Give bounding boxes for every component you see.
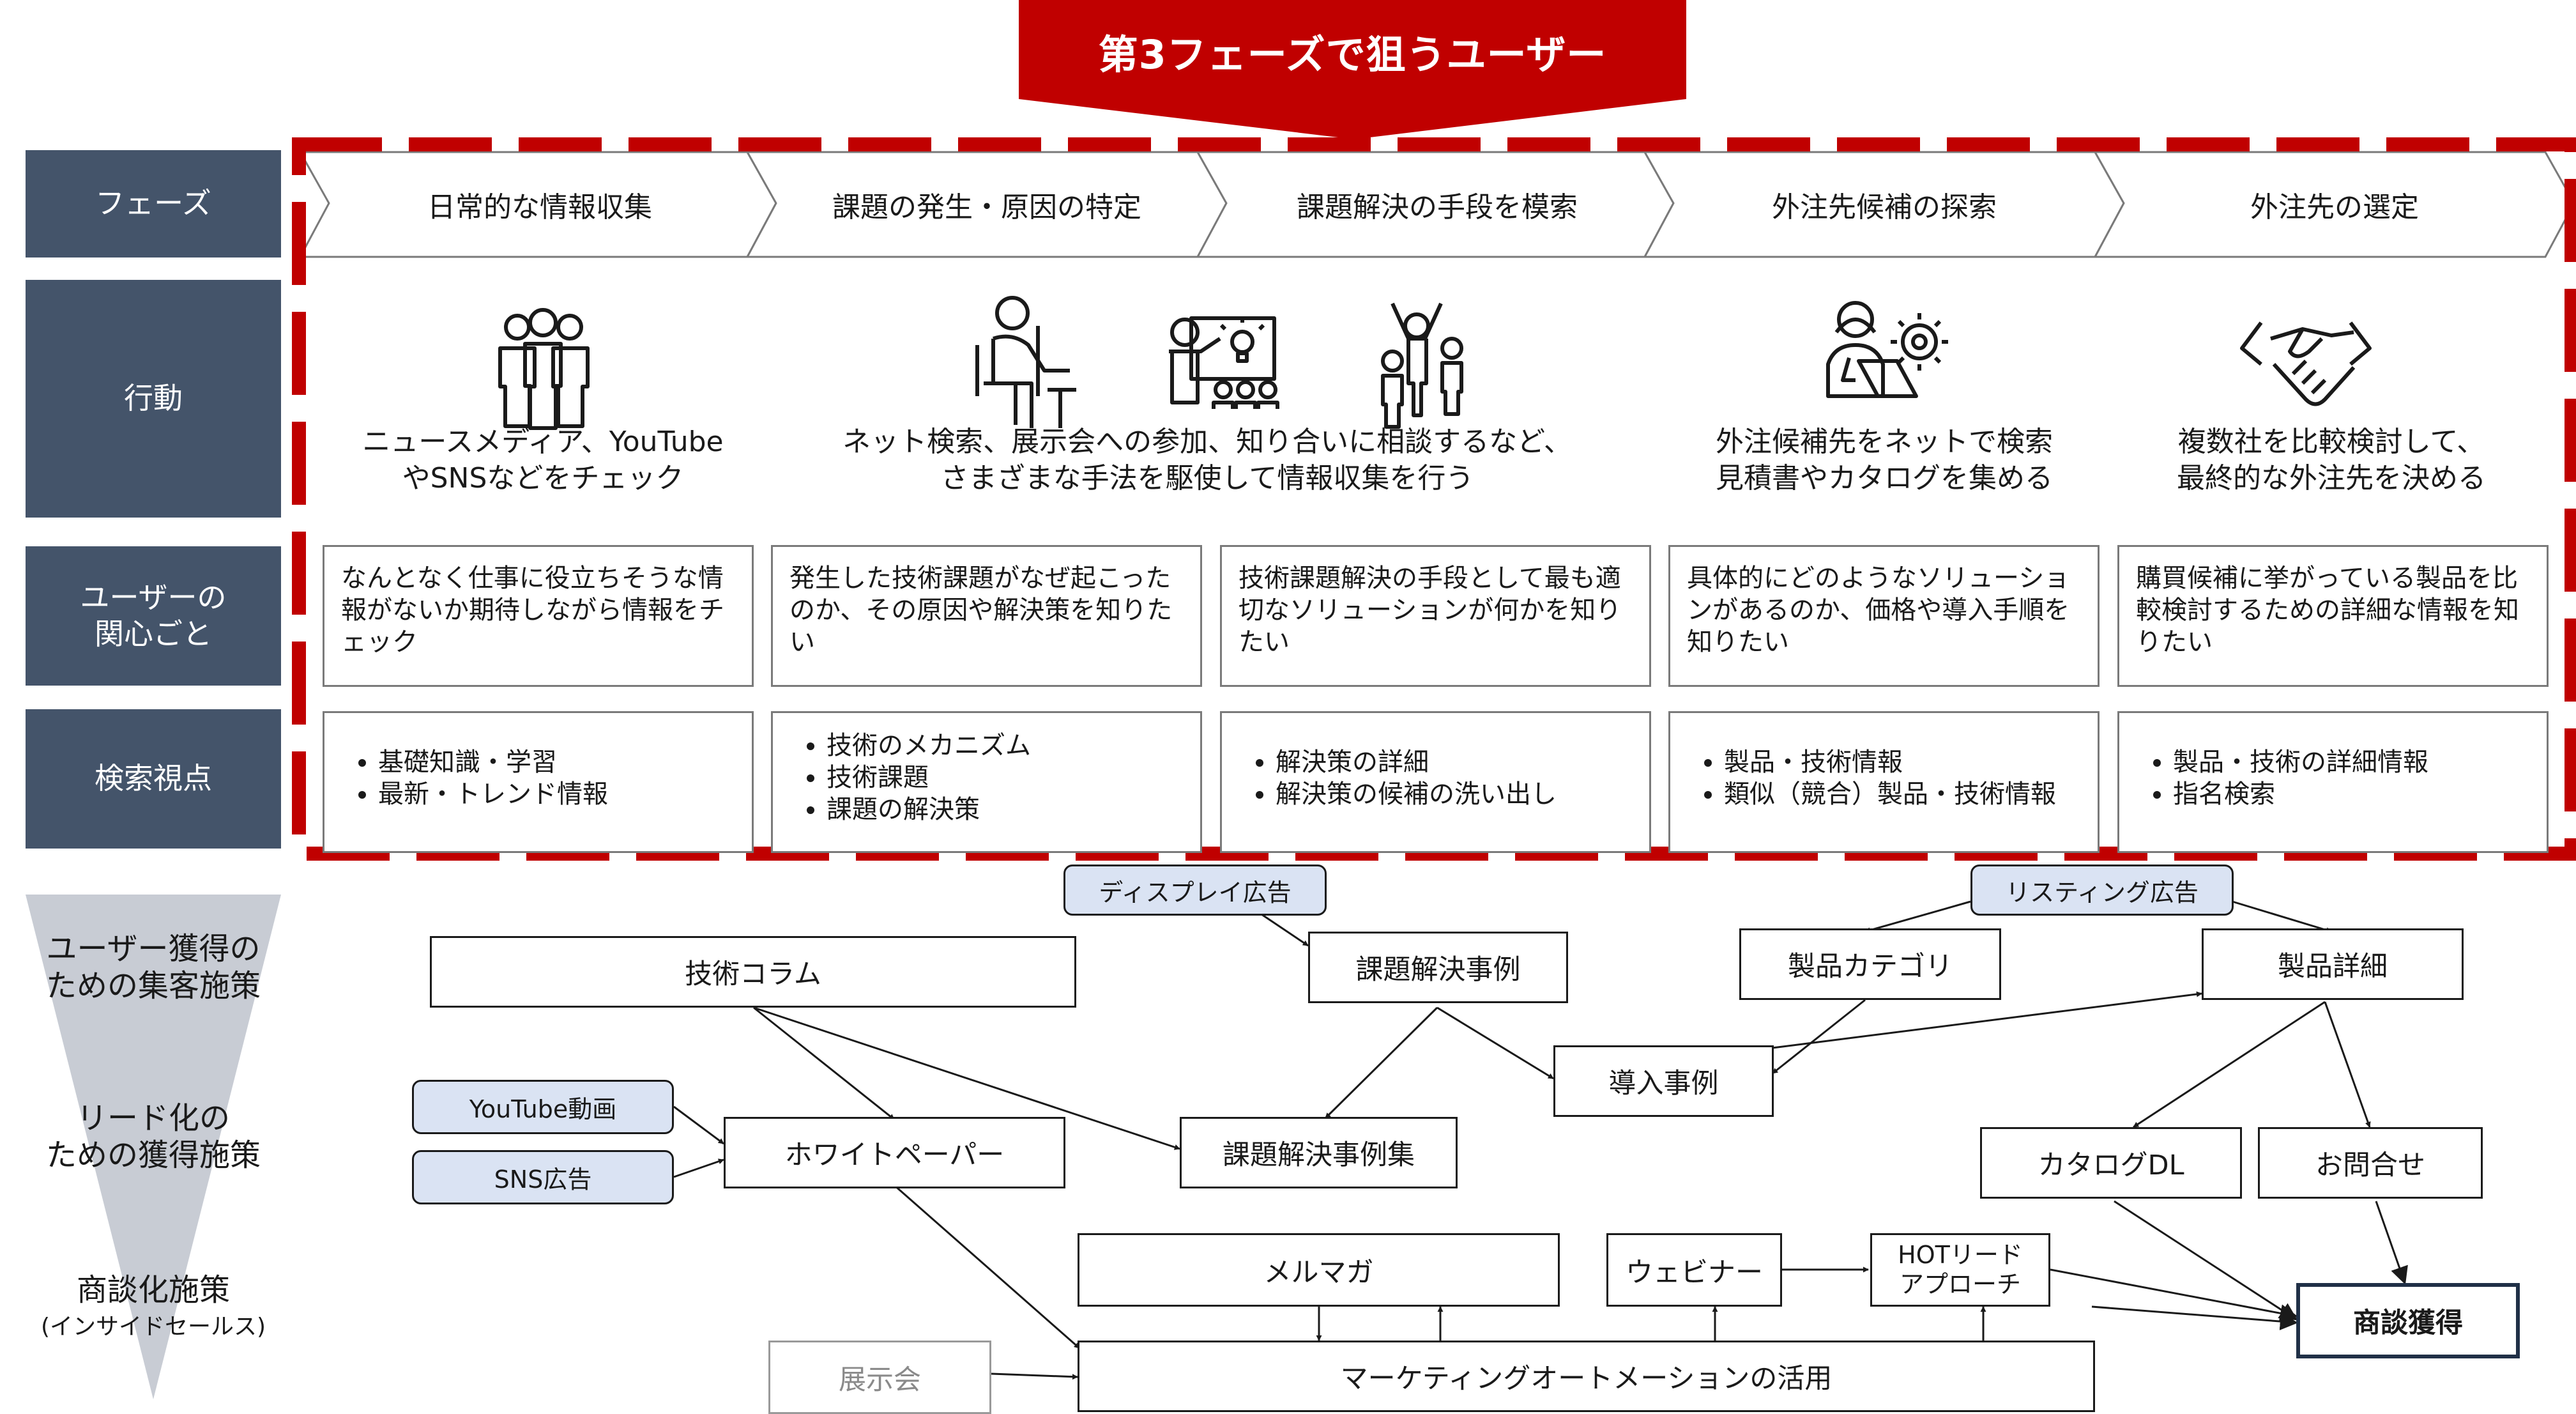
node-product-category: 製品カテゴリ bbox=[1739, 928, 2001, 1000]
row-label-phase: フェーズ bbox=[26, 150, 281, 257]
node-whitepaper: ホワイトペーパー bbox=[724, 1117, 1065, 1188]
action-text-4: 複数社を比較検討して、 最終的な外注先を決める bbox=[2177, 425, 2486, 495]
search-item: 類似（競合）製品・技術情報 bbox=[1724, 778, 2082, 810]
concern-box-1: なんとなく仕事に役立ちそうな情報がないか期待しながら情報をチェック bbox=[323, 545, 754, 687]
node-adoption-case: 導入事例 bbox=[1553, 1045, 1774, 1117]
search-box-2: 技術のメカニズム 技術課題 課題の解決策 bbox=[771, 711, 1202, 853]
node-case-study: 課題解決事例 bbox=[1308, 932, 1568, 1003]
node-tech-column: 技術コラム bbox=[430, 936, 1076, 1008]
row-label-search: 検索視点 bbox=[26, 709, 281, 849]
search-item: 基礎知識・学習 bbox=[378, 746, 736, 778]
desk-worker-icon bbox=[975, 296, 1076, 428]
node-product-detail: 製品詳細 bbox=[2202, 928, 2464, 1000]
funnel-stage-deal-sub: (インサイドセールス) bbox=[40, 1314, 266, 1340]
search-box-3: 解決策の詳細 解決策の候補の洗い出し bbox=[1220, 711, 1651, 853]
handshake-icon bbox=[2240, 321, 2372, 406]
tag-display-ad: ディスプレイ広告 bbox=[1063, 865, 1327, 916]
phase-title-3: 課題解決の手段を模索 bbox=[1297, 191, 1578, 224]
node-webinar: ウェビナー bbox=[1606, 1233, 1782, 1307]
funnel-shape bbox=[26, 895, 281, 1399]
search-item: 技術課題 bbox=[827, 762, 1185, 794]
funnel-stage-deal: 商談化施策 bbox=[76, 1272, 230, 1309]
funnel-stage-acquisition: ユーザー獲得の ための集客施策 bbox=[45, 931, 261, 1004]
concern-box-3: 技術課題解決の手段として最も適切なソリューションが何かを知りたい bbox=[1220, 545, 1651, 687]
search-item: 製品・技術情報 bbox=[1724, 746, 2082, 778]
node-mail-magazine: メルマガ bbox=[1078, 1233, 1560, 1307]
node-deal-acquired: 商談獲得 bbox=[2296, 1283, 2520, 1358]
banner-title: 第3フェーズで狙うユーザー bbox=[1098, 31, 1607, 78]
row-label-concern: ユーザーの 関心ごと bbox=[26, 546, 281, 686]
engineer-laptop-gear-icon bbox=[1826, 301, 1948, 398]
search-item: 製品・技術の詳細情報 bbox=[2173, 746, 2531, 778]
presentation-icon bbox=[1169, 316, 1279, 409]
node-exhibition: 展示会 bbox=[768, 1341, 991, 1414]
search-item: 解決策の候補の洗い出し bbox=[1276, 778, 1634, 810]
search-item: 指名検索 bbox=[2173, 778, 2531, 810]
search-item: 課題の解決策 bbox=[827, 794, 1185, 826]
search-item: 解決策の詳細 bbox=[1276, 746, 1634, 778]
node-catalog-dl: カタログDL bbox=[1980, 1127, 2242, 1199]
phase-title-4: 外注先候補の探索 bbox=[1772, 191, 1997, 224]
search-item: 技術のメカニズム bbox=[827, 730, 1185, 762]
concern-box-2: 発生した技術課題がなぜ起こったのか、その原因や解決策を知りたい bbox=[771, 545, 1202, 687]
phase-title-1: 日常的な情報収集 bbox=[427, 191, 652, 224]
row-label-action: 行動 bbox=[26, 280, 281, 518]
search-box-1: 基礎知識・学習 最新・トレンド情報 bbox=[323, 711, 754, 853]
tag-listing-ad: リスティング広告 bbox=[1970, 865, 2234, 916]
phase-title-2: 課題の発生・原因の特定 bbox=[832, 191, 1141, 224]
node-marketing-automation: マーケティングオートメーションの活用 bbox=[1078, 1341, 2095, 1412]
funnel-stage-lead: リード化の ための獲得施策 bbox=[45, 1100, 261, 1173]
phase-title-5: 外注先の選定 bbox=[2250, 191, 2419, 224]
cheering-people-icon bbox=[1381, 302, 1463, 429]
tag-youtube-video: YouTube動画 bbox=[412, 1080, 674, 1134]
concern-box-4: 具体的にどのようなソリューションがあるのか、価格や導入手順を知りたい bbox=[1668, 545, 2100, 687]
node-inquiry: お問合せ bbox=[2258, 1127, 2483, 1199]
action-text-2: ネット検索、展示会への参加、知り合いに相談するなど、 さまざまな手法を駆使して情… bbox=[842, 425, 1572, 495]
action-text-3: 外注候補先をネットで検索 見積書やカタログを集める bbox=[1716, 425, 2053, 495]
search-box-4: 製品・技術情報 類似（競合）製品・技術情報 bbox=[1668, 711, 2100, 853]
phase3-highlight-frame bbox=[292, 137, 2576, 861]
banner-arrow bbox=[1019, 0, 1686, 139]
search-box-5: 製品・技術の詳細情報 指名検索 bbox=[2117, 711, 2549, 853]
node-hot-lead-approach: HOTリード アプローチ bbox=[1870, 1233, 2050, 1307]
team-icon bbox=[498, 308, 590, 430]
phase-chevron-5 bbox=[2093, 151, 2575, 258]
search-item: 最新・トレンド情報 bbox=[378, 778, 736, 810]
action-text-1: ニュースメディア、YouTube やSNSなどをチェック bbox=[362, 425, 724, 495]
node-case-collection: 課題解決事例集 bbox=[1180, 1117, 1458, 1188]
tag-sns-ad: SNS広告 bbox=[412, 1150, 674, 1204]
concern-box-5: 購買候補に挙がっている製品を比較検討するための詳細な情報を知りたい bbox=[2117, 545, 2549, 687]
